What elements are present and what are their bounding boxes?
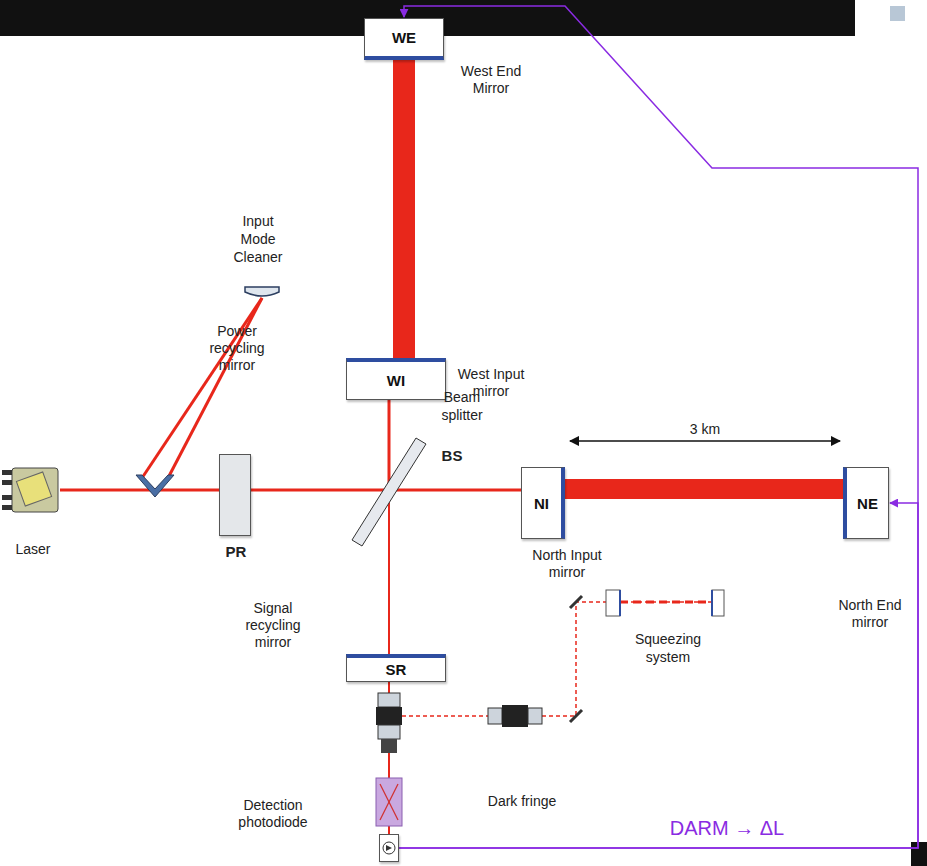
component-name: Signal recycling mirror (233, 600, 313, 651)
mode-cleaner-mirror (245, 287, 279, 296)
component-name: Power recycling mirror (197, 323, 277, 374)
laser-symbol (2, 468, 58, 512)
component-label: BS (437, 446, 467, 465)
mirror-code: PR (216, 543, 256, 560)
mode-cleaner-mirror (136, 475, 174, 497)
dimension-arrow (570, 440, 840, 442)
component-name: North Input mirror (522, 547, 612, 581)
component-label: Dark fringe (472, 792, 572, 810)
mirror-box: WIWest Input mirror (346, 358, 446, 400)
arm-beam (393, 58, 415, 360)
squeezed-beam (620, 601, 712, 604)
feedback-line (399, 503, 918, 848)
arm-beam (563, 479, 845, 499)
beam-splitter (352, 438, 426, 546)
mirror-code: NE (857, 495, 878, 512)
squeezed-beam (402, 602, 720, 716)
feedback-line (399, 6, 918, 848)
mirror-code: SR (386, 661, 407, 678)
steering-mirror (570, 710, 582, 722)
corner-mark (890, 6, 905, 21)
squeezer-cavity (606, 590, 724, 616)
component-name: West End Mirror (451, 63, 531, 97)
signal-label: DARM → ΔL (657, 816, 797, 840)
faraday-isolator (376, 693, 402, 753)
component-label: Squeezing system (628, 630, 708, 666)
mirror-box: NENorth End mirror (843, 467, 889, 539)
mirror-box: PRPower recycling mirror (219, 454, 251, 536)
mirror-box: NINorth Input mirror (521, 467, 565, 539)
photodiode-box: Detection photodiode (379, 834, 399, 862)
mirror-box: SRSignal recycling mirror (346, 654, 446, 682)
mirror-code: WE (392, 29, 416, 46)
mirror-code: WI (387, 372, 405, 389)
output-filter (376, 778, 402, 826)
component-name: North End mirror (835, 597, 905, 631)
component-label: Beam splitter (427, 388, 497, 424)
component-label: Laser (3, 540, 63, 558)
faraday-isolator (488, 705, 542, 727)
mirror-box: WEWest End Mirror (364, 18, 444, 60)
steering-mirror (570, 596, 582, 608)
photodiode-symbol (380, 835, 398, 861)
beam (60, 489, 522, 492)
dimension-label: 3 km (680, 420, 730, 438)
beam (388, 400, 391, 490)
component-label: Input Mode Cleaner (223, 212, 293, 266)
corner-mark (911, 842, 927, 866)
mirror-code: NI (534, 495, 549, 512)
component-name: Detection photodiode (228, 797, 318, 831)
